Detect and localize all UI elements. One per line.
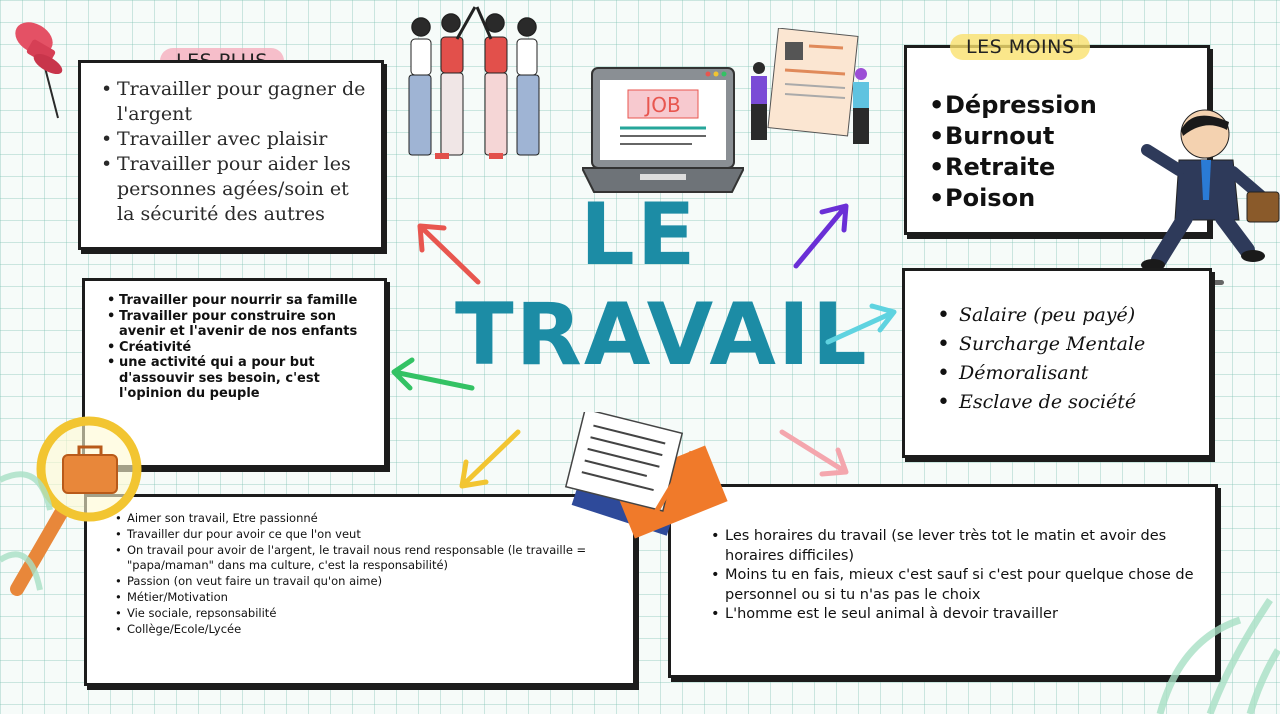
laptop-job-illustration: JOB: [582, 67, 744, 193]
leaf-decoration-right: [1156, 598, 1280, 714]
list-item: Retraite: [925, 152, 1197, 183]
leaf-decoration-left: [0, 471, 53, 591]
list-item: Aimer son travail, Etre passionné: [115, 511, 625, 527]
horaires-box: Les horaires du travail (se lever très t…: [668, 484, 1218, 678]
pushpin-icon: [15, 22, 63, 119]
arrow-pink-icon: [779, 429, 849, 477]
passion-box: Aimer son travail, Etre passionné Travai…: [84, 494, 636, 686]
list-item: Travailler pour nourrir sa famille: [103, 293, 376, 309]
running-businessman-illustration: [1141, 109, 1280, 271]
list-item: Burnout: [925, 121, 1197, 152]
list-item: Travailler pour aider les personnes agée…: [97, 152, 371, 227]
arrow-green-icon: [391, 357, 475, 391]
list-item: Surcharge Mentale: [933, 330, 1199, 359]
list-item: Salaire (peu payé): [933, 301, 1199, 330]
resume-recruiters-illustration: [751, 28, 869, 144]
page-title-line1: LE: [580, 185, 698, 285]
list-item: Démoralisant: [933, 359, 1199, 388]
salaire-box: Salaire (peu payé) Surcharge Mentale Dém…: [902, 268, 1212, 458]
page-title-line2: TRAVAIL: [455, 285, 869, 385]
list-item: une activité qui a pour but d'assouvir s…: [103, 355, 376, 402]
list-item: Esclave de société: [933, 388, 1199, 417]
papers-stack-illustration: [564, 412, 728, 539]
arrow-purple-icon: [793, 203, 849, 269]
famille-box: Travailler pour nourrir sa famille Trava…: [82, 278, 387, 468]
list-item: Poison: [925, 183, 1197, 214]
list-item: On travail pour avoir de l'argent, le tr…: [115, 543, 625, 575]
list-item: Créativité: [103, 340, 376, 356]
les-plus-box: Travailler pour gagner de l'argent Trava…: [78, 60, 384, 250]
list-item: Travailler pour construire son avenir et…: [103, 309, 376, 340]
list-item: Travailler pour gagner de l'argent: [97, 77, 371, 127]
list-item: Les horaires du travail (se lever très t…: [711, 527, 1197, 566]
list-item: Métier/Motivation: [115, 590, 625, 606]
team-high-five-illustration: [408, 6, 540, 159]
list-item: Passion (on veut faire un travail qu'on …: [115, 574, 625, 590]
list-item: Travailler dur pour avoir ce que l'on ve…: [115, 527, 625, 543]
list-item: Vie sociale, repsonsabilité: [115, 606, 625, 622]
les-moins-label: LES MOINS: [950, 34, 1091, 60]
magnifying-glass-briefcase-icon: [10, 416, 142, 596]
arrow-cyan-icon: [825, 303, 897, 345]
laptop-screen-text: JOB: [643, 93, 680, 117]
list-item: Collège/Ecole/Lycée: [115, 622, 625, 638]
list-item: Travailler avec plaisir: [97, 127, 371, 152]
arrow-red-icon: [417, 223, 481, 285]
list-item: Dépression: [925, 90, 1197, 121]
list-item: L'homme est le seul animal à devoir trav…: [711, 605, 1197, 625]
list-item: Moins tu en fais, mieux c'est sauf si c'…: [711, 566, 1197, 605]
arrow-yellow-icon: [459, 429, 521, 489]
